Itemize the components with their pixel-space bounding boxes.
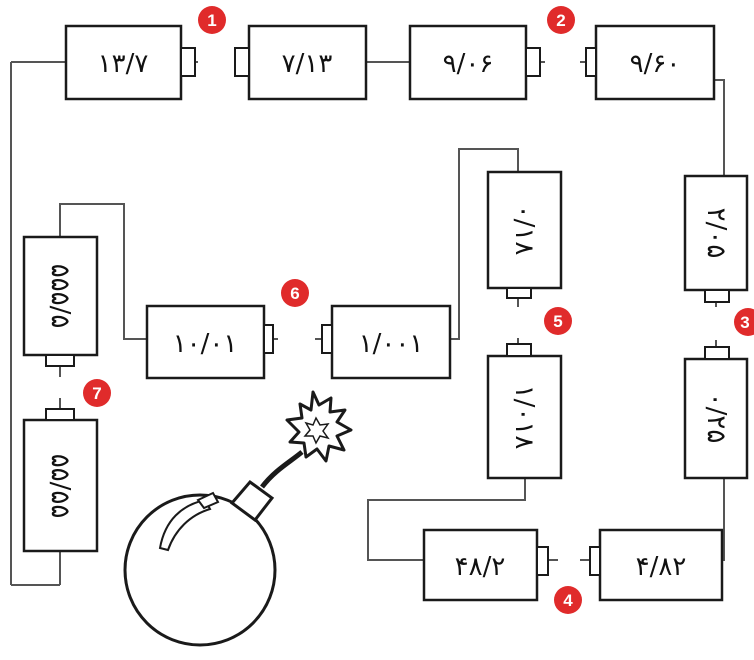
battery: ۱/۰۰۱: [321, 304, 452, 380]
battery: ۴/۸۲: [589, 528, 724, 602]
battery-terminal: [45, 408, 75, 421]
battery-label: ۰/۱۸: [509, 205, 539, 256]
battery-terminal: [704, 346, 730, 360]
marker-circle: [198, 6, 226, 34]
marker-number: 1: [207, 11, 216, 30]
marker-circle: [83, 379, 111, 407]
gap-marker: 2: [547, 6, 575, 34]
battery-body: [145, 304, 266, 380]
gap-marker: 7: [83, 379, 111, 407]
gap-marker: 5: [544, 307, 572, 335]
battery: ۰/۲۵: [683, 346, 749, 480]
marker-number: 3: [740, 313, 749, 332]
battery-terminal: [234, 47, 250, 77]
wire: [450, 148, 519, 340]
marker-circle: [554, 586, 582, 614]
battery-body: [247, 24, 368, 101]
battery-body: [22, 235, 99, 357]
battery-label: ۹/۶۰: [630, 49, 681, 79]
wire: [367, 478, 526, 561]
battery-label: ۴۸/۲: [455, 552, 506, 582]
battery-label: ۴/۸۲: [636, 552, 687, 582]
marker-circle: [281, 279, 309, 307]
gap-marker: 1: [198, 6, 226, 34]
battery: ۰/۱۸: [486, 170, 563, 299]
bomb-fuse: [260, 450, 304, 489]
battery-terminal: [525, 47, 541, 77]
battery-terminal: [180, 47, 196, 77]
battery: ۱۰/۰۱: [145, 304, 274, 380]
battery-label: ۷/۱۳: [282, 49, 333, 79]
battery-body: [683, 174, 749, 292]
marker-number: 7: [92, 384, 101, 403]
battery-body: [486, 170, 563, 290]
battery-label: ۲/۰۵: [701, 208, 731, 259]
marker-circle: [734, 308, 754, 336]
gap-marker: 4: [554, 586, 582, 614]
battery: ۹/۶۰: [585, 24, 716, 101]
battery-label: ۵۵۵/۵: [45, 264, 75, 329]
marker-circle: [547, 6, 575, 34]
battery-label: ۹/۰۶: [443, 49, 494, 79]
battery-terminal: [506, 343, 532, 357]
battery-terminal: [45, 354, 75, 367]
battery-label: ۱۰/۰۱: [173, 329, 238, 359]
battery-terminal: [589, 546, 601, 576]
wire: [59, 203, 147, 340]
marker-number: 2: [556, 11, 565, 30]
marker-circle: [544, 307, 572, 335]
battery: ۲/۰۵: [683, 174, 749, 303]
battery: ۴۸/۲: [422, 528, 549, 602]
battery-label: ۰/۲۵: [701, 393, 731, 444]
battery-body: [594, 24, 716, 101]
marker-number: 6: [290, 284, 299, 303]
battery-body: [598, 528, 724, 602]
battery-body: [330, 304, 452, 380]
marker-number: 5: [553, 312, 562, 331]
battery: ۵۵۵/۵: [22, 235, 99, 367]
battery: ۹/۰۶: [408, 24, 541, 101]
battery-body: [486, 354, 563, 480]
battery-terminal: [536, 546, 549, 576]
battery-terminal: [263, 324, 274, 354]
battery-body: [408, 24, 528, 101]
battery: ۱/۰۱۸: [486, 343, 563, 480]
bomb-body: [123, 493, 277, 647]
battery: ۵۵/۵۵: [22, 408, 99, 553]
battery-label: ۱۳/۷: [98, 49, 149, 79]
battery-label: ۱/۰۰۱: [359, 329, 424, 359]
battery-terminal: [704, 289, 730, 303]
marker-number: 4: [563, 591, 573, 610]
battery-body: [422, 528, 539, 602]
battery-label: ۱/۰۱۸: [509, 385, 539, 450]
battery: ۷/۱۳: [234, 24, 368, 101]
spark-inner: [303, 416, 330, 445]
gap-marker: 6: [281, 279, 309, 307]
bomb-highlight-small: [196, 491, 220, 510]
battery-terminal: [585, 47, 597, 77]
gap-marker: 3: [734, 308, 754, 336]
bomb-neck: [229, 479, 275, 523]
bomb-illustration: [123, 390, 353, 647]
battery-label: ۵۵/۵۵: [45, 454, 75, 519]
wire: [714, 79, 725, 176]
battery: ۱۳/۷: [64, 24, 196, 101]
battery-body: [64, 24, 183, 101]
battery-terminal: [506, 287, 532, 299]
battery-terminal: [321, 324, 333, 354]
